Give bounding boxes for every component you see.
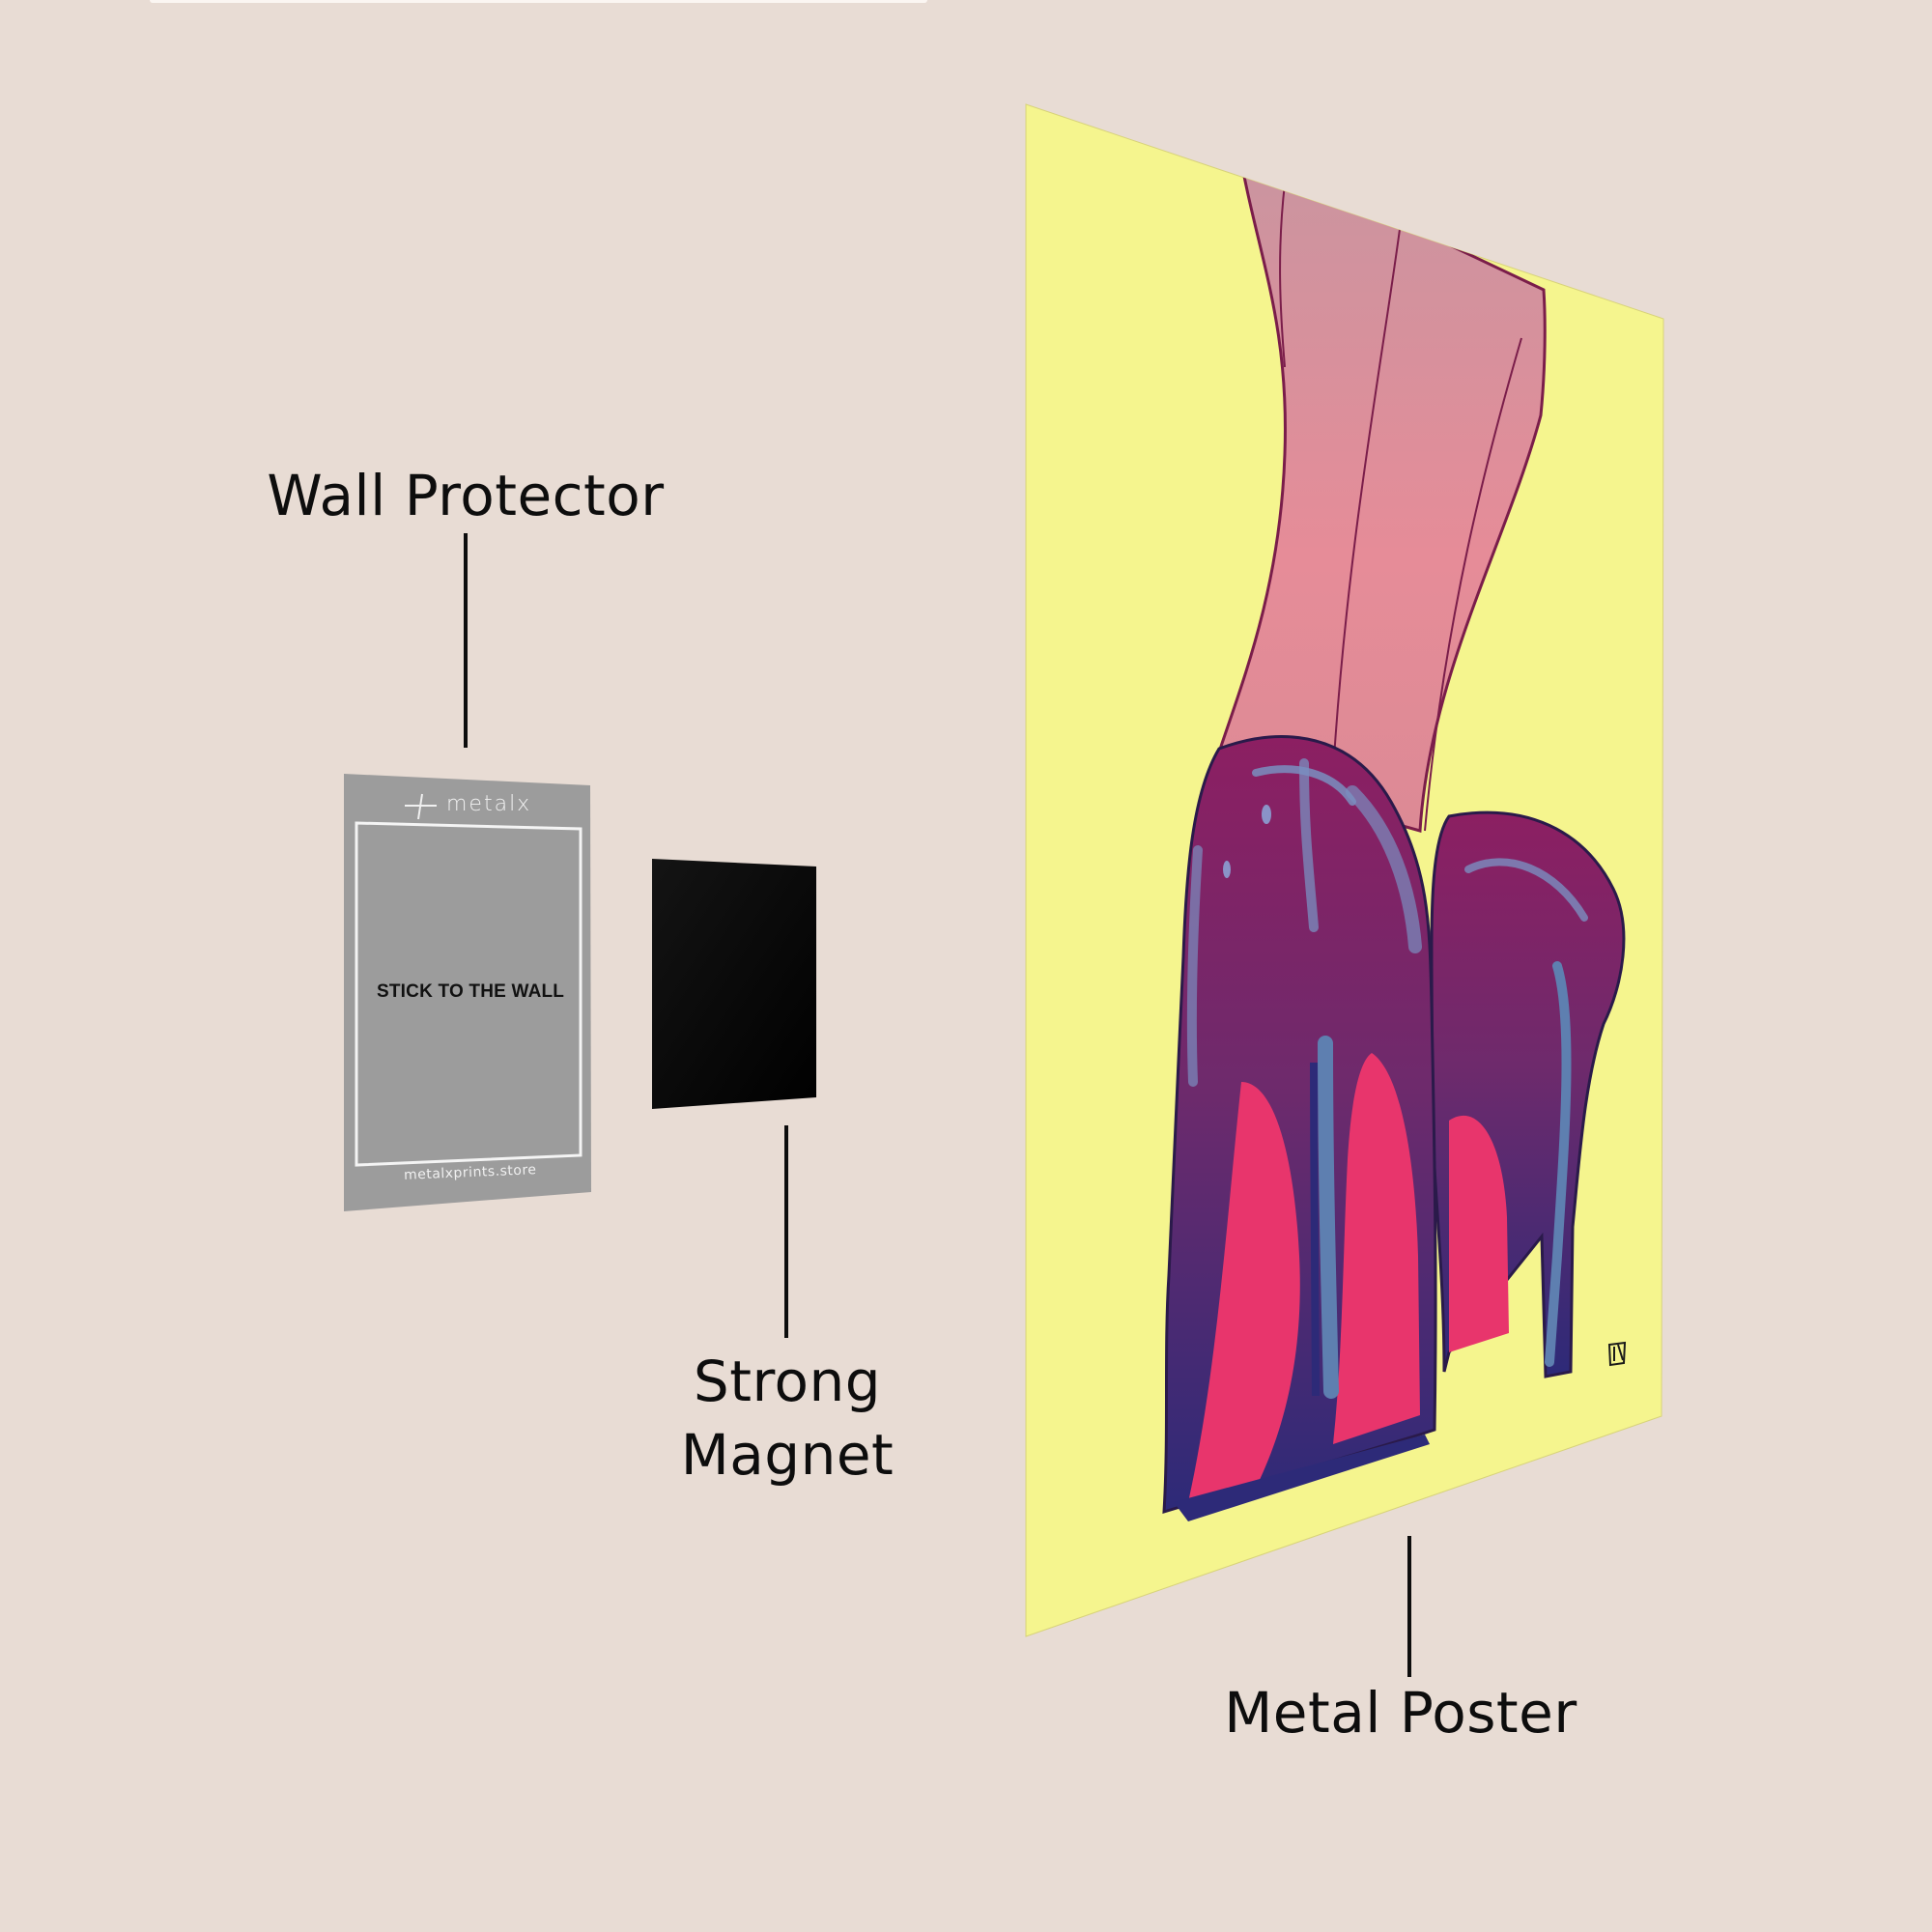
metalx-logo-icon bbox=[405, 793, 437, 820]
strong-magnet-label-line1: Strong bbox=[693, 1349, 882, 1414]
wall-protector-connector bbox=[464, 533, 468, 748]
metal-poster-connector bbox=[1407, 1536, 1411, 1677]
magnet-plate bbox=[652, 859, 816, 1109]
artist-signature-icon bbox=[1607, 1341, 1627, 1367]
top-edge-strip bbox=[150, 0, 927, 3]
wall-protector bbox=[344, 774, 591, 1211]
strong-magnet-label: Strong Magnet bbox=[638, 1345, 937, 1492]
strong-magnet-connector bbox=[784, 1125, 788, 1338]
strong-magnet-label-line2: Magnet bbox=[680, 1422, 895, 1488]
wall-protector-label: Wall Protector bbox=[267, 463, 665, 528]
metal-poster bbox=[1025, 103, 1664, 1637]
metal-poster-label: Metal Poster bbox=[1224, 1680, 1577, 1746]
wall-protector-instruction: STICK TO THE WALL bbox=[377, 981, 565, 1002]
wall-protector-brand: metalx bbox=[446, 792, 532, 816]
